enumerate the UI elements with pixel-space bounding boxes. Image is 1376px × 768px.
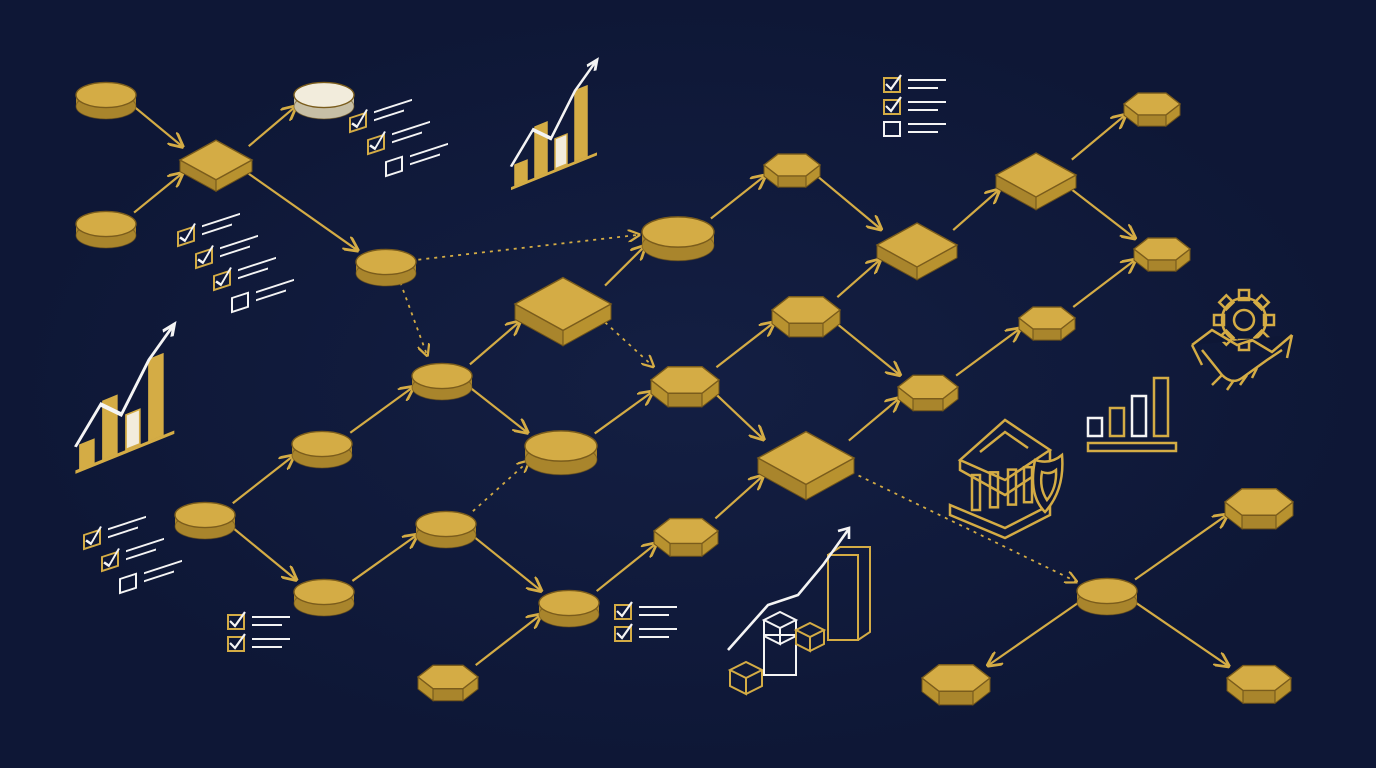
node-disk-n7 [641, 216, 715, 262]
node-hexagon-n19 [652, 517, 720, 558]
edge-n15-n19 [595, 544, 655, 592]
node-disk-n4 [355, 248, 417, 287]
node-disk-n10 [291, 430, 353, 469]
edges-layer [133, 105, 1227, 666]
node-hexagon-n28 [1223, 488, 1295, 530]
edge-n14-n15 [472, 535, 540, 590]
edge-n21-n26 [955, 329, 1019, 377]
edge-n22-n15 [475, 616, 540, 666]
edge-n3-n2 [248, 107, 295, 148]
checklist-c-icon [883, 74, 946, 137]
icons-layer [74, 57, 1294, 696]
edge-n3-n4 [248, 172, 357, 250]
growth-chart-bottom-icon [727, 526, 871, 696]
edge-n14-n11 [472, 462, 528, 512]
node-diamond-n20 [875, 222, 959, 281]
edge-n13-n14 [351, 536, 415, 582]
edge-n18-n21 [848, 399, 898, 442]
node-disk-n14 [415, 510, 477, 549]
node-disk-n13 [293, 578, 355, 617]
edge-n7-n8 [710, 177, 764, 220]
edge-n27-n29 [989, 601, 1080, 664]
node-diamond-n24 [994, 152, 1078, 211]
node-diamond-n18 [756, 430, 856, 501]
edge-n5-n3 [133, 174, 181, 214]
edge-n24-n23 [1071, 116, 1124, 161]
node-hexagon-n21 [896, 374, 960, 412]
edge-n27-n28 [1134, 516, 1226, 581]
edge-n12-n10 [232, 457, 293, 505]
edge-n10-n9 [349, 388, 412, 434]
node-disk-n15 [538, 589, 600, 628]
node-disk-n12 [174, 501, 236, 540]
node-hexagon-n23 [1122, 92, 1182, 128]
edge-n16-n20 [836, 261, 879, 298]
edge-n8-n20 [817, 175, 880, 229]
node-disk-n1 [75, 81, 137, 120]
node-hexagon-n30 [1225, 664, 1293, 705]
edge-n17-n18 [714, 392, 763, 439]
node-hexagon-n16 [770, 296, 842, 338]
edge-n18-n27 [850, 471, 1075, 581]
handshake-gear-icon [1190, 288, 1294, 391]
node-disk-n11 [524, 430, 598, 476]
edge-n6-n7 [604, 247, 644, 287]
bank-shield-icon [948, 418, 1064, 540]
checklist-b-icon [177, 212, 294, 314]
edge-n27-n30 [1134, 601, 1227, 665]
node-hexagon-n8 [762, 153, 822, 189]
node-hexagon-n25 [1132, 237, 1192, 273]
growth-chart-top-icon [509, 57, 599, 191]
edge-n26-n25 [1072, 261, 1134, 308]
node-hexagon-n26 [1017, 306, 1077, 342]
edge-n11-n17 [594, 393, 651, 435]
edge-n4-n9 [399, 282, 426, 354]
edge-n4-n7 [418, 235, 638, 261]
growth-chart-left-icon [74, 321, 177, 474]
edge-n6-n17 [604, 321, 652, 365]
checklist-f-icon [614, 601, 677, 642]
edge-n19-n18 [714, 477, 762, 520]
node-disk-n2 [293, 81, 355, 120]
node-hexagon-n22 [416, 664, 480, 702]
checklist-d-icon [83, 515, 182, 595]
edge-n12-n13 [231, 526, 295, 579]
node-hexagon-n29 [920, 664, 992, 706]
edge-n1-n3 [133, 105, 181, 146]
node-diamond-n6 [513, 276, 613, 347]
node-disk-n5 [75, 210, 137, 249]
node-disk-n27 [1076, 577, 1138, 616]
edge-n24-n25 [1071, 189, 1134, 238]
edge-n9-n6 [469, 322, 519, 366]
edge-n20-n24 [952, 191, 998, 231]
node-disk-n9 [411, 362, 473, 401]
checklist-e-icon [227, 611, 290, 652]
nodes-layer [75, 81, 1295, 706]
node-diamond-n3 [178, 139, 254, 193]
edge-n9-n11 [469, 386, 526, 432]
bar-chart-small-icon [1086, 376, 1178, 453]
edge-n17-n16 [715, 323, 772, 369]
node-hexagon-n17 [649, 366, 721, 408]
checklist-a-icon [349, 98, 448, 178]
edge-n16-n21 [836, 322, 899, 375]
